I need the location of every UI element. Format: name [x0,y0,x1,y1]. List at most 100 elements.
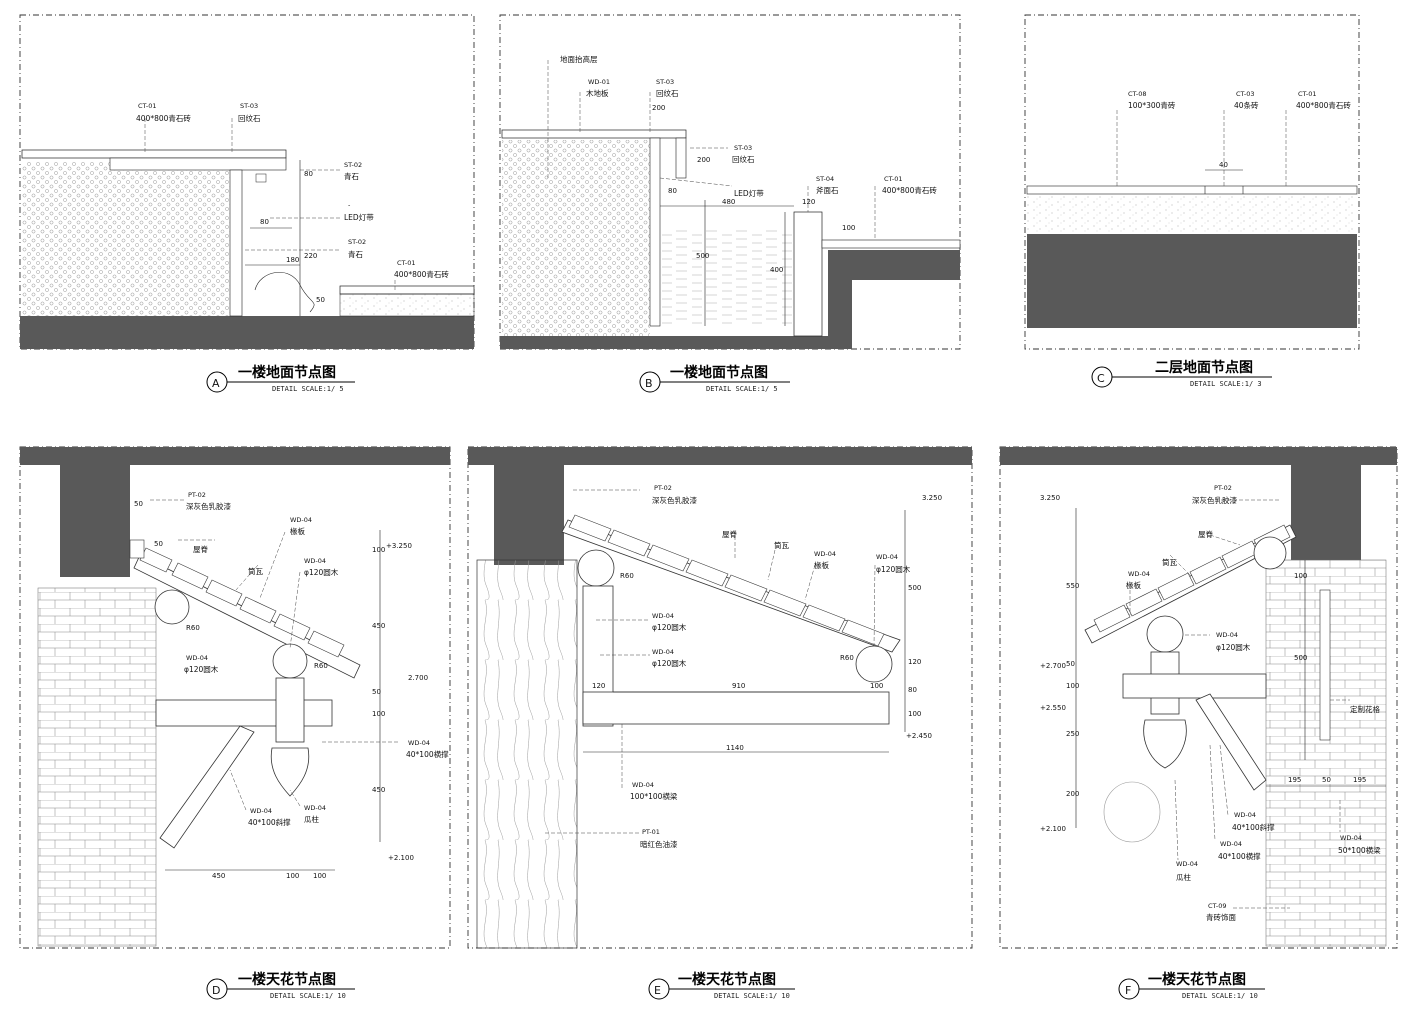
brace [1195,693,1267,791]
dim-label: 200 [652,104,665,112]
slab [20,316,474,349]
note-text: 椽板 [290,526,305,536]
note-code: CT-09 [1208,902,1227,910]
note-text: 40*100横撑 [406,749,449,759]
detail-id: F [1125,984,1131,997]
note-text: φ120圆木 [1216,642,1251,652]
note-text: 筒瓦 [1162,557,1178,567]
detail-id: B [645,377,653,390]
note-code: WD-04 [304,804,326,812]
axe-stone [793,211,823,337]
dim-label: 450 [372,622,385,630]
note-text: 40*100斜撑 [1232,822,1275,832]
level-mark: +2.100 [388,854,414,862]
leader [1174,779,1179,861]
dim-label: 80 [908,686,917,694]
note-code: CT-01 [1298,90,1317,98]
leader [1209,534,1241,546]
note-text: 椽板 [1126,580,1142,590]
note-text: φ120圆木 [184,664,219,674]
dim-label: 80 [668,187,677,195]
dim-label: 450 [372,786,385,794]
brick-wall [37,587,157,947]
dim-label: 400 [770,266,783,274]
dim-label: 200 [697,156,710,164]
dim-label: 40 [1219,161,1228,169]
note-code: WD-04 [1128,570,1150,578]
slab [500,336,852,349]
note-text: 青砖饰面 [1206,912,1236,922]
note-code: WD-04 [1220,840,1242,848]
dim-label: 100 [1066,682,1079,690]
note-code: ST-03 [240,102,258,110]
level-mark: 3.250 [1040,494,1060,502]
dim-label: 100 [870,682,883,690]
detail-b: 地面抬高层 WD-01 木地板 ST-03 回纹石 ST-03 回纹石 LED灯… [499,14,961,393]
dim-label: 100 [842,224,855,232]
concrete-fill [22,162,240,316]
dim-label: 480 [722,198,735,206]
beam [60,465,130,577]
note-code: CT-01 [138,102,157,110]
detail-scale: DETAIL SCALE:1/ 10 [1182,992,1258,1000]
detail-id: D [212,984,220,997]
leader [659,177,733,187]
leader [235,564,259,591]
dim-label: 180 [286,256,299,264]
king-post [275,677,305,743]
dim-label: 500 [908,584,921,592]
detail-title: 一楼天花节点图 [238,971,336,988]
note-text: 回纹石 [238,113,261,123]
leader [804,564,816,601]
slab-step [828,280,852,349]
note-text: 定制花格 [1350,704,1380,714]
tiles [568,514,885,647]
dim-label: 450 [212,872,225,880]
note-code: CT-08 [1128,90,1147,98]
dim-label: 220 [304,252,317,260]
dim-label: 250 [1066,730,1079,738]
note-code: ST-04 [816,175,834,183]
note-code: PT-02 [1214,484,1232,492]
note-code: ST-02 [348,238,366,246]
dim-label: 200 [1066,790,1079,798]
floor-tile [821,239,961,249]
round-timber [1146,615,1184,653]
note-text: φ120圆木 [652,622,687,632]
level-mark: +2.700 [1040,662,1066,670]
note-text: 木地板 [586,88,609,98]
beam [494,465,564,565]
level-mark: 3.250 [922,494,942,502]
dim-label: 550 [1066,582,1079,590]
stone-slab [21,149,287,159]
dim-label: 80 [304,170,313,178]
note-code: WD-04 [408,739,430,747]
detail-c-frame [1024,14,1360,350]
round-timber [1253,536,1287,570]
dim-label: 500 [1294,654,1307,662]
detail-id: C [1097,372,1105,385]
dim-label: 910 [732,682,745,690]
crossbar [155,699,333,727]
level-mark: +2.450 [906,732,932,740]
note-text: 筒瓦 [248,566,263,576]
dim-label: R60 [840,654,854,662]
note-code: WD-04 [1176,860,1198,868]
note-code: PT-02 [654,484,672,492]
note-text: 深灰色乳胶漆 [186,501,231,511]
detail-scale: DETAIL SCALE:1/ 10 [270,992,346,1000]
detail-title: 一楼天花节点图 [678,971,776,988]
dim-label: 50 [134,500,143,508]
dim-label: 50 [1066,660,1075,668]
note-code: WD-04 [814,550,836,558]
note-text: 屋脊 [1198,529,1214,539]
note-text: 100*100横梁 [630,791,678,801]
note-code: ST-03 [734,144,752,152]
dim-label: R60 [186,624,200,632]
note-code: WD-04 [186,654,208,662]
note-text: 400*800青石砖 [136,113,191,123]
ridge [129,539,145,559]
round-timber [272,643,308,679]
note-text: φ120圆木 [304,567,339,577]
